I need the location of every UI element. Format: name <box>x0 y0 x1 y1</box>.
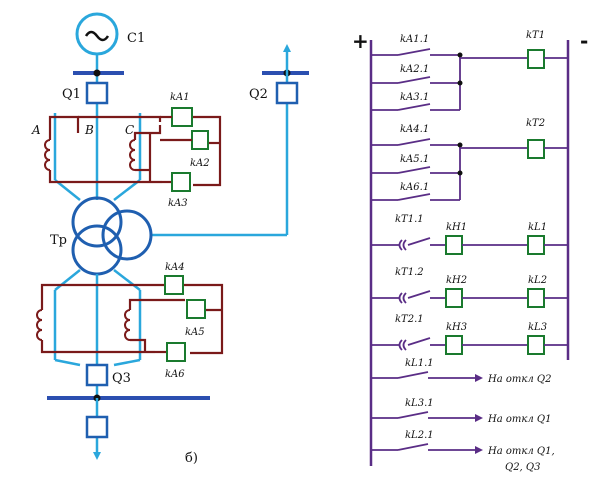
relay-kl1-label: kL1 <box>528 222 547 233</box>
indicator-kh3-label: kH3 <box>446 322 467 333</box>
transformer-winding-2 <box>101 209 153 261</box>
plus-sign: + <box>352 29 369 53</box>
generator-symbol <box>75 12 119 56</box>
contact-kl3-1-label: kL3.1 <box>405 398 434 409</box>
relay-ka6 <box>166 342 186 362</box>
relay-kl3 <box>527 335 545 355</box>
contact-kl1-1-label: kL1.1 <box>405 358 434 369</box>
action-trip-all-line2: Q2, Q3 <box>505 462 540 473</box>
phase-a-label: A <box>31 123 41 137</box>
relay-ka3 <box>171 172 191 192</box>
timed-circuits: kT1.1 kH1 kL1 kT1.2 kH2 kL2 kT2.1 <box>371 214 568 355</box>
action-trip-all-line1: На откл Q1, <box>487 446 555 457</box>
breaker-q2-label: Q2 <box>249 87 268 102</box>
phase-c-label: C <box>125 123 134 137</box>
contact-ka4-1-label: kA4.1 <box>400 124 429 135</box>
breaker-q1-label: Q1 <box>62 87 81 102</box>
contact-kl2-1-label: kL2.1 <box>405 430 434 441</box>
indicator-kh2-label: kH2 <box>446 275 467 286</box>
contact-kt1-2-label: kT1.2 <box>395 267 424 278</box>
relay-kl2-label: kL2 <box>528 275 547 286</box>
transformer-label: Тр <box>50 233 67 248</box>
contact-kt2-1-label: kT2.1 <box>395 314 424 325</box>
phase-b-label: B <box>84 123 94 137</box>
breaker-q1 <box>85 81 109 105</box>
indicator-kh3 <box>445 335 463 355</box>
primary-circuit: C1 Q1 A B C kA1 kA2 <box>31 12 309 466</box>
relay-ka1 <box>171 107 193 127</box>
relay-ka5 <box>186 299 206 319</box>
control-circuit: + - kA1.1 kA2.1 kA3.1 kT1 k <box>352 29 588 473</box>
contact-ka6-1-label: kA6.1 <box>400 182 429 193</box>
minus-sign: - <box>580 29 588 53</box>
relay-ka3-label: kA3 <box>168 198 188 209</box>
timer-kt1-label: kT1 <box>526 30 545 41</box>
action-trip-q2: На откл Q2 <box>487 374 551 385</box>
timer-kt2 <box>527 139 545 159</box>
relay-ka5-label: kA5 <box>185 327 205 338</box>
relay-kl1 <box>527 235 545 255</box>
ct-coil-c-top <box>129 139 136 171</box>
ct-coil-a-top <box>44 139 51 171</box>
indicator-kh1 <box>445 235 463 255</box>
breaker-output <box>85 415 109 439</box>
contact-ka3-1-label: kA3.1 <box>400 92 429 103</box>
transformer-winding-1 <box>71 196 123 248</box>
contact-kt1-1-label: kT1.1 <box>395 214 424 225</box>
contact-ka1-1-label: kA1.1 <box>400 34 429 45</box>
relay-ka4-label: kA4 <box>165 262 185 273</box>
indicator-kh2 <box>445 288 463 308</box>
breaker-q3-label: Q3 <box>112 371 131 386</box>
relay-kl3-label: kL3 <box>528 322 547 333</box>
relay-ka2-label: kA2 <box>190 158 210 169</box>
timer-kt2-label: kT2 <box>526 118 545 129</box>
indicator-kh1-label: kH1 <box>446 222 467 233</box>
transformer-winding-3 <box>71 224 123 276</box>
timer-kt1 <box>527 49 545 69</box>
contact-ka2-1-label: kA2.1 <box>400 64 429 75</box>
breaker-q3 <box>85 363 109 387</box>
relay-ka1-label: kA1 <box>170 92 190 103</box>
relay-kl2 <box>527 288 545 308</box>
relay-ka2 <box>191 130 209 150</box>
action-trip-q1: На откл Q1 <box>487 414 551 425</box>
contact-ka5-1-label: kA5.1 <box>400 154 429 165</box>
output-contacts: kL1.1 На откл Q2 kL3.1 На откл Q1 kL2.1 … <box>371 358 555 473</box>
subfigure-label: б) <box>185 451 198 466</box>
relay-ka4 <box>164 275 184 295</box>
relay-ka6-label: kA6 <box>165 369 185 380</box>
breaker-q2 <box>275 81 299 105</box>
generator-label: C1 <box>127 31 145 46</box>
ct-coil-c-bottom <box>124 309 131 341</box>
group1-contacts: kA1.1 kA2.1 kA3.1 kT1 <box>371 30 568 111</box>
ct-coil-a-bottom <box>36 309 43 341</box>
group2-contacts: kA4.1 kA5.1 kA6.1 kT2 <box>371 118 568 201</box>
